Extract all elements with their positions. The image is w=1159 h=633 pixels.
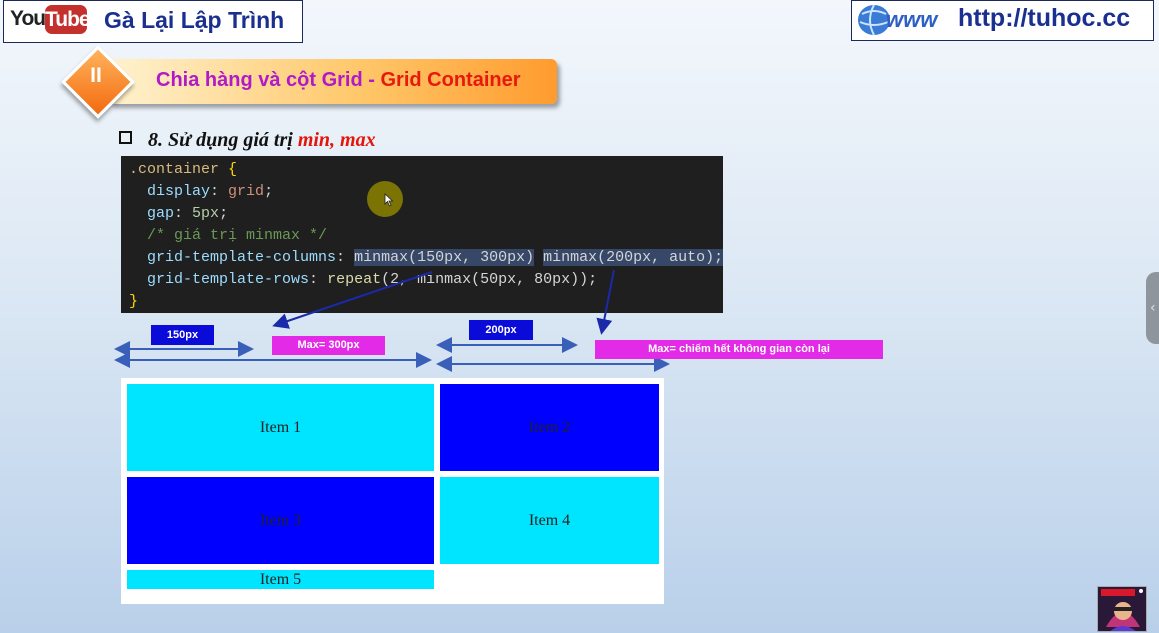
subtitle-highlight: min, max	[297, 129, 376, 151]
code-panel: .container { display: grid; gap: 5px; /*…	[121, 156, 724, 313]
youtube-logo-tube: Tube	[45, 5, 91, 34]
section-title-accent: Grid Container	[380, 69, 521, 91]
grid-item-1: Item 1	[127, 384, 434, 471]
code-value-gap: 5px	[192, 205, 220, 222]
code-prop-rows: grid-template-rows	[147, 271, 310, 288]
side-panel-handle[interactable]	[1146, 272, 1159, 344]
subtitle: 8. Sử dụng giá trị min, max	[148, 129, 376, 152]
channel-name: Gà Lại Lập Trình	[104, 7, 285, 33]
section-title: Chia hàng và cột Grid - Grid Container	[156, 69, 521, 92]
code-comment: /* giá trị minmax */	[147, 227, 328, 244]
chevron-left-icon[interactable]: ‹	[1150, 300, 1156, 316]
label-max-300px: Max= 300px	[272, 336, 385, 355]
bullet-box-icon	[119, 131, 132, 144]
code-line-7: }	[129, 291, 138, 313]
avatar-status-dot	[1139, 589, 1143, 593]
subtitle-prefix: 8. Sử dụng giá trị	[148, 129, 298, 151]
grid-item-3: Item 3	[127, 477, 434, 564]
label-max-auto: Max= chiếm hết không gian còn lại	[595, 340, 883, 359]
code-prop-gap: gap	[147, 205, 175, 222]
code-value-display: grid	[228, 183, 265, 200]
code-prop-display: display	[147, 183, 211, 200]
label-200px: 200px	[469, 320, 533, 340]
grid-demo-container: Item 1 Item 2 Item 3 Item 4 Item 5	[121, 378, 664, 604]
grid-item-4: Item 4	[440, 477, 659, 564]
code-line-2: display: grid;	[147, 183, 274, 200]
section-number: II	[90, 64, 102, 87]
section-title-main: Chia hàng và cột Grid -	[156, 69, 381, 91]
avatar-live-badge	[1101, 589, 1135, 596]
site-url: http://tuhoc.cc	[958, 4, 1131, 32]
code-prop-columns: grid-template-columns	[147, 249, 337, 266]
grid-item-5: Item 5	[127, 570, 434, 589]
label-150px: 150px	[151, 325, 214, 345]
code-value-minmax-2: minmax(200px, auto);	[543, 249, 724, 266]
code-fn-repeat: repeat	[327, 271, 382, 288]
globe-www-icon: www	[858, 4, 939, 36]
code-line-4: /* giá trị minmax */	[129, 225, 327, 247]
section-title-bar	[110, 59, 557, 104]
code-brace-open: {	[219, 161, 238, 178]
code-selector: .container	[129, 161, 220, 178]
svg-text:www: www	[886, 7, 939, 32]
mouse-pointer-icon	[384, 193, 394, 207]
youtube-logo-you: You	[10, 7, 46, 30]
code-brace-close: }	[129, 293, 139, 310]
code-args-repeat: (2, minmax(50px, 80px));	[381, 271, 598, 288]
code-line-1: .container {	[129, 159, 237, 181]
code-value-minmax-1: minmax(150px, 300px)	[354, 249, 535, 266]
header-url-box	[851, 0, 1154, 41]
grid-item-2: Item 2	[440, 384, 659, 471]
code-line-3: gap: 5px;	[147, 205, 229, 222]
code-line-6: grid-template-rows: repeat(2, minmax(50p…	[147, 271, 598, 288]
code-line-5: grid-template-columns: minmax(150px, 300…	[147, 249, 724, 266]
